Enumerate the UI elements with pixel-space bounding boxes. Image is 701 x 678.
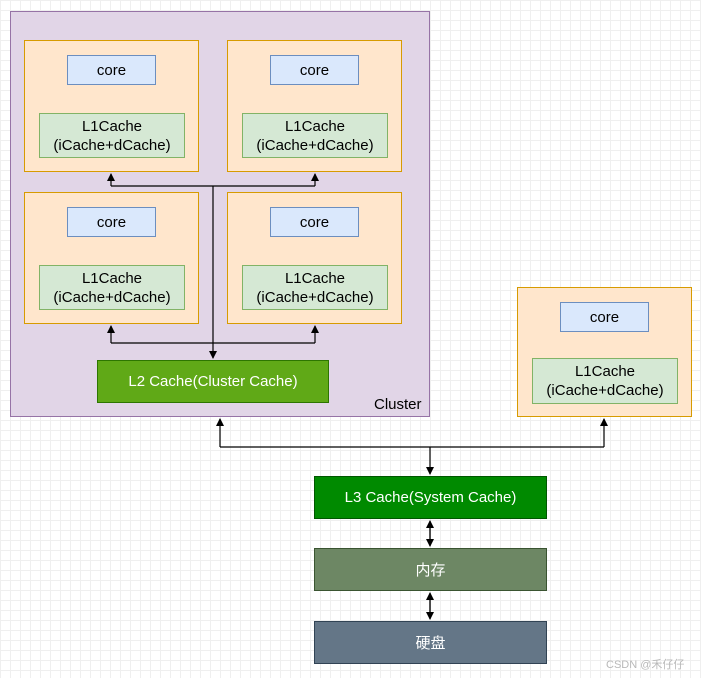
l1-cache-standalone-detail: (iCache+dCache) [546,382,664,399]
l1-cache-1-title: L1Cache [81,117,143,135]
memory-box: 内存 [314,548,547,591]
l1-cache-2-title: L1Cache [284,117,346,135]
l1-cache-2-detail: (iCache+dCache) [256,136,374,154]
watermark: CSDN @禾仔仔 [606,659,685,671]
l1-cache-3: L1Cache (iCache+dCache) [39,265,185,310]
core-1: core [67,55,156,85]
core-3: core [67,207,156,237]
core-2: core [270,55,359,85]
l1-cache-standalone-title: L1Cache [574,363,636,380]
l1-cache-standalone: L1Cache (iCache+dCache) [532,358,678,404]
l1-cache-2: L1Cache (iCache+dCache) [242,113,388,158]
l1-cache-3-title: L1Cache [81,269,143,287]
l1-cache-4-detail: (iCache+dCache) [256,288,374,306]
l1-cache-3-detail: (iCache+dCache) [53,288,171,306]
l3-cache: L3 Cache(System Cache) [314,476,547,519]
core-4: core [270,207,359,237]
l1-cache-1: L1Cache (iCache+dCache) [39,113,185,158]
disk-box: 硬盘 [314,621,547,664]
l1-cache-1-detail: (iCache+dCache) [53,136,171,154]
l2-cache: L2 Cache(Cluster Cache) [97,360,329,403]
l1-cache-4: L1Cache (iCache+dCache) [242,265,388,310]
core-standalone: core [560,302,649,332]
l1-cache-4-title: L1Cache [284,269,346,287]
cluster-label: Cluster [374,396,422,413]
